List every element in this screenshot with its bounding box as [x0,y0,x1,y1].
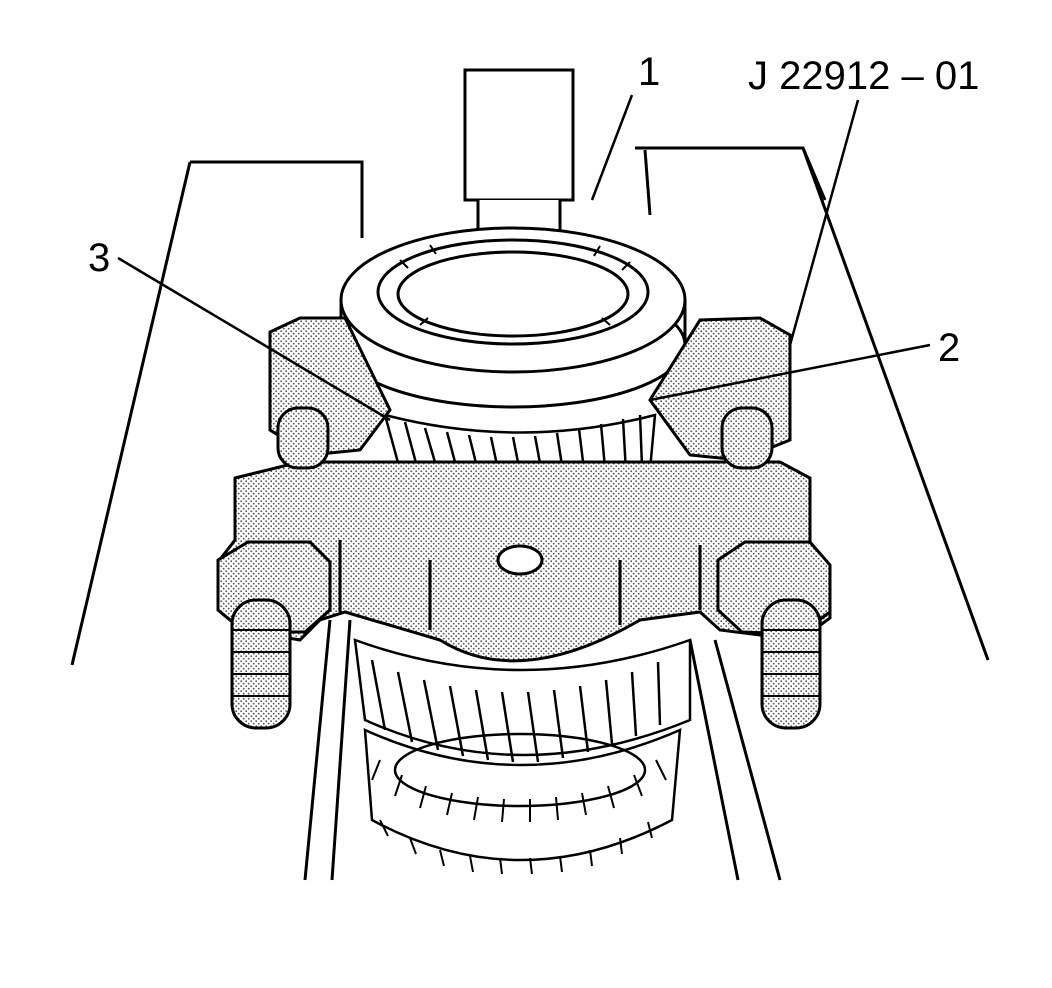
callout-tool-number: J 22912 – 01 [748,54,980,98]
press-frame [70,146,990,881]
leader-line-2 [649,343,931,402]
lower-studs [230,598,822,730]
callout-3: 3 [88,236,111,280]
leader-line-3 [117,256,391,422]
callout-2: 2 [938,326,961,370]
callout-1: 1 [638,50,661,94]
leader-line-1 [590,94,634,201]
lower-gear-stack [353,638,692,875]
synchronizer-assembly [339,226,687,409]
upper-studs [276,406,774,470]
leader-lines [117,94,931,422]
leader-line-tool [788,99,860,346]
